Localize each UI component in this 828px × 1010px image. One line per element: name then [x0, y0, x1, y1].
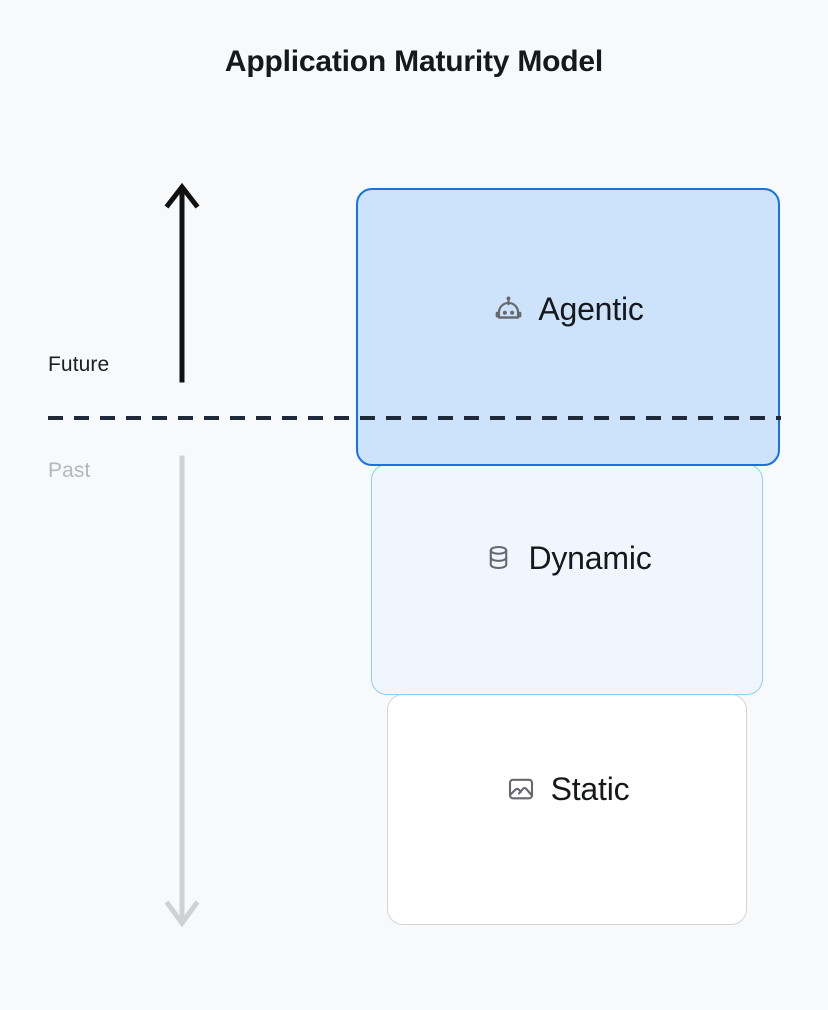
- database-icon: [482, 542, 514, 574]
- past-arrow-down-icon: [158, 452, 206, 935]
- future-arrow-up-icon: [158, 180, 206, 390]
- tier-dynamic[interactable]: Dynamic: [371, 464, 763, 695]
- tier-dynamic-content: Dynamic: [482, 539, 652, 576]
- tier-dynamic-label: Dynamic: [528, 539, 652, 576]
- tier-agentic[interactable]: Agentic: [356, 188, 780, 466]
- image-icon: [505, 773, 537, 805]
- tier-agentic-content: Agentic: [492, 291, 644, 327]
- page-title: Application Maturity Model: [224, 45, 604, 78]
- past-future-divider: [48, 416, 781, 420]
- robot-icon: [492, 293, 524, 325]
- tier-static-label: Static: [550, 770, 630, 807]
- tier-static[interactable]: Static: [387, 694, 747, 925]
- tier-agentic-label: Agentic: [538, 291, 644, 327]
- tier-static-content: Static: [505, 773, 630, 805]
